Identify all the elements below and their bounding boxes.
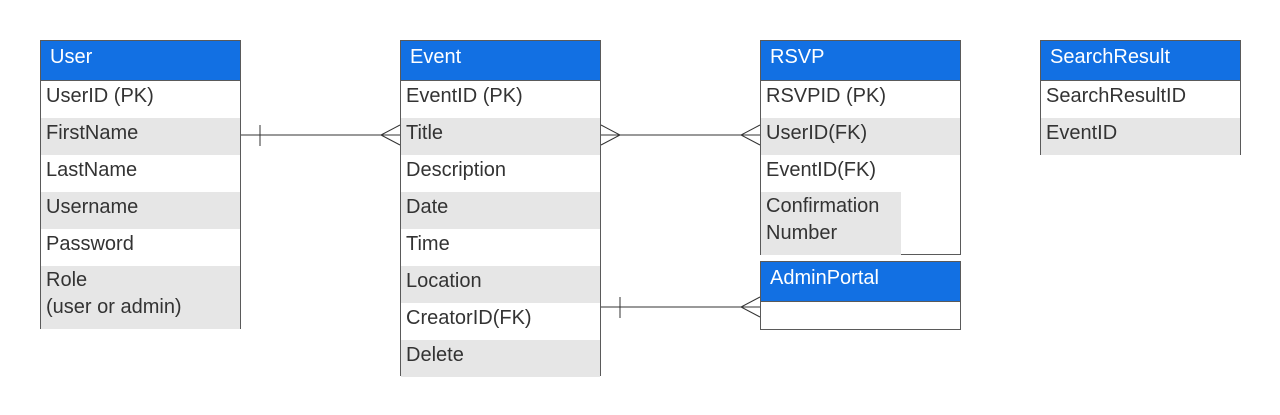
attribute-row: EventID	[1041, 118, 1240, 155]
crow-foot-marker	[379, 124, 401, 146]
attribute-row: FirstName	[41, 118, 240, 155]
attribute-row: EventID(FK)	[766, 159, 877, 181]
crow-foot-marker	[739, 124, 761, 146]
attribute-row: Delete	[401, 340, 600, 377]
entity-title: SearchResult	[1041, 41, 1240, 81]
entity-event[interactable]: Event EventID (PK) Title Description Dat…	[400, 40, 601, 377]
attribute-row: Password	[46, 233, 134, 255]
attribute-row: Title	[401, 118, 600, 155]
crow-foot-marker	[600, 124, 622, 146]
entity-title: User	[41, 41, 240, 81]
entity-admin-portal[interactable]: AdminPortal	[760, 261, 961, 330]
relationship-event-admin	[601, 296, 761, 318]
attribute-row-empty	[761, 302, 960, 329]
entity-title: AdminPortal	[761, 262, 960, 302]
attribute-row: UserID (PK)	[46, 85, 154, 107]
attribute-row: Location	[401, 266, 600, 303]
relationship-user-event	[241, 124, 401, 146]
entity-title: Event	[401, 41, 600, 81]
crow-foot-marker	[739, 296, 761, 318]
attribute-row: Description	[406, 159, 507, 181]
entity-search-result[interactable]: SearchResult SearchResultID EventID	[1040, 40, 1241, 155]
entity-title: RSVP	[761, 41, 960, 81]
relationship-event-rsvp	[600, 124, 761, 146]
attribute-row: UserID(FK)	[761, 118, 960, 155]
entity-rsvp[interactable]: RSVP RSVPID (PK) UserID(FK) EventID(FK) …	[760, 40, 961, 255]
attribute-row: Date	[401, 192, 600, 229]
attribute-row: Role (user or admin)	[41, 266, 240, 329]
attribute-row: Time	[406, 233, 450, 255]
attribute-row: Confirmation Number	[761, 192, 901, 255]
attribute-row: RSVPID (PK)	[766, 85, 887, 107]
attribute-row: LastName	[46, 159, 138, 181]
attribute-row: Username	[41, 192, 240, 229]
attribute-row: SearchResultID	[1046, 85, 1187, 107]
entity-user[interactable]: User UserID (PK) FirstName LastName User…	[40, 40, 241, 329]
attribute-row: CreatorID(FK)	[406, 307, 532, 329]
attribute-row: EventID (PK)	[406, 85, 523, 107]
